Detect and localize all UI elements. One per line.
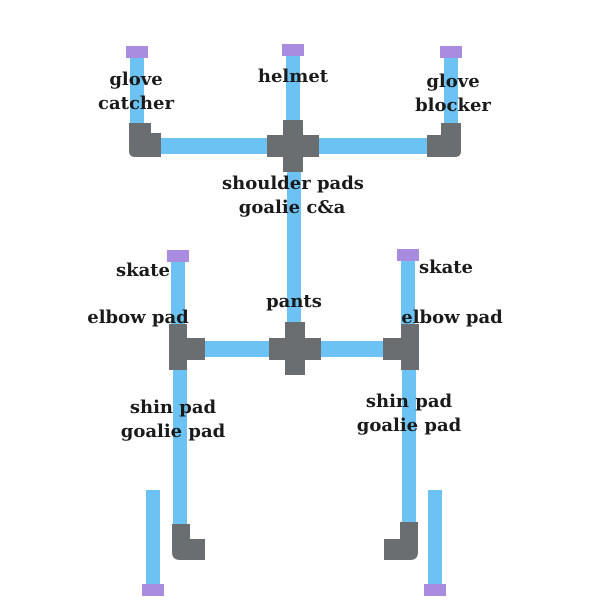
label-skate-left: skate bbox=[115, 260, 171, 281]
pipe-top-center bbox=[286, 55, 300, 125]
label-pants: pants bbox=[266, 291, 322, 312]
pipe-loose-right bbox=[428, 490, 442, 585]
cap-loose-right bbox=[424, 584, 446, 596]
label-glove-catcher: glove catcher bbox=[98, 69, 174, 114]
pipe-top-left bbox=[130, 55, 144, 130]
tee-left bbox=[169, 324, 205, 370]
label-elbow-left: elbow pad bbox=[87, 307, 189, 328]
pipe-skate-left bbox=[171, 260, 185, 330]
label-shin-right: shin pad goalie pad bbox=[356, 391, 462, 436]
label-helmet: helmet bbox=[257, 66, 329, 87]
cap-skate-left bbox=[167, 250, 189, 262]
cap-skate-right bbox=[397, 249, 419, 261]
elbow-top-left bbox=[129, 123, 161, 157]
cap-loose-left bbox=[142, 584, 164, 596]
tee-right bbox=[383, 324, 419, 370]
pipe-leg-right bbox=[402, 368, 416, 528]
label-elbow-right: elbow pad bbox=[401, 307, 503, 328]
cap-top-right bbox=[440, 46, 462, 58]
fittings bbox=[129, 120, 461, 560]
elbow-top-right bbox=[427, 123, 461, 157]
label-skate-right: skate bbox=[418, 257, 474, 278]
cap-top-center bbox=[282, 44, 304, 56]
pipe-loose-left bbox=[146, 490, 160, 585]
cap-top-left bbox=[126, 46, 148, 58]
pipe-spine bbox=[287, 165, 301, 330]
pipe-skate-right bbox=[401, 258, 415, 328]
pipe-top-right bbox=[444, 58, 458, 130]
pipe-leg-left bbox=[173, 368, 187, 528]
cross-pants bbox=[269, 322, 321, 375]
elbow-bottom-right bbox=[384, 522, 418, 560]
label-glove-blocker: glove blocker bbox=[415, 71, 491, 116]
cross-shoulder bbox=[267, 120, 319, 172]
label-shoulder: shoulder pads goalie c&a bbox=[222, 173, 364, 218]
label-shin-left: shin pad goalie pad bbox=[120, 397, 226, 442]
elbow-bottom-left bbox=[172, 524, 205, 560]
end-caps bbox=[126, 44, 462, 596]
